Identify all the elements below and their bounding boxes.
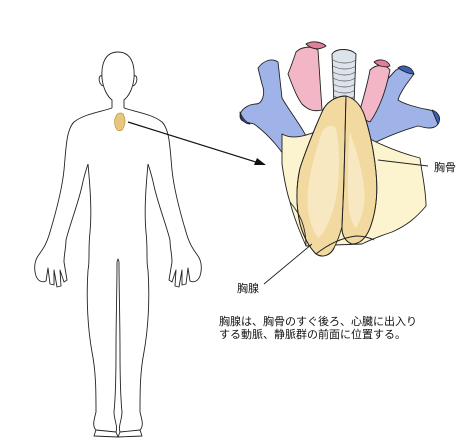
caption-line-2: する動脈、静脈群の前面に位置する。	[219, 327, 406, 341]
caption-line-1: 胸腺は、胸骨のすぐ後ろ、心臓に出入り	[219, 315, 417, 328]
human-body-outline-icon	[34, 51, 202, 438]
left-artery	[287, 46, 323, 112]
pointer-arrow-icon	[127, 121, 266, 165]
sternum-leader-line	[377, 159, 429, 167]
thymus-label: 胸腺	[237, 282, 259, 295]
thymus-marker-icon	[114, 112, 126, 131]
thymus-heart-illustration	[239, 41, 441, 257]
caption: 胸腺は、胸骨のすぐ後ろ、心臓に出入り する動脈、静脈群の前面に位置する。	[219, 315, 417, 341]
trachea-rings	[332, 59, 357, 100]
sternum-label: 胸骨	[434, 161, 456, 174]
thymus-leader-line	[263, 243, 313, 285]
